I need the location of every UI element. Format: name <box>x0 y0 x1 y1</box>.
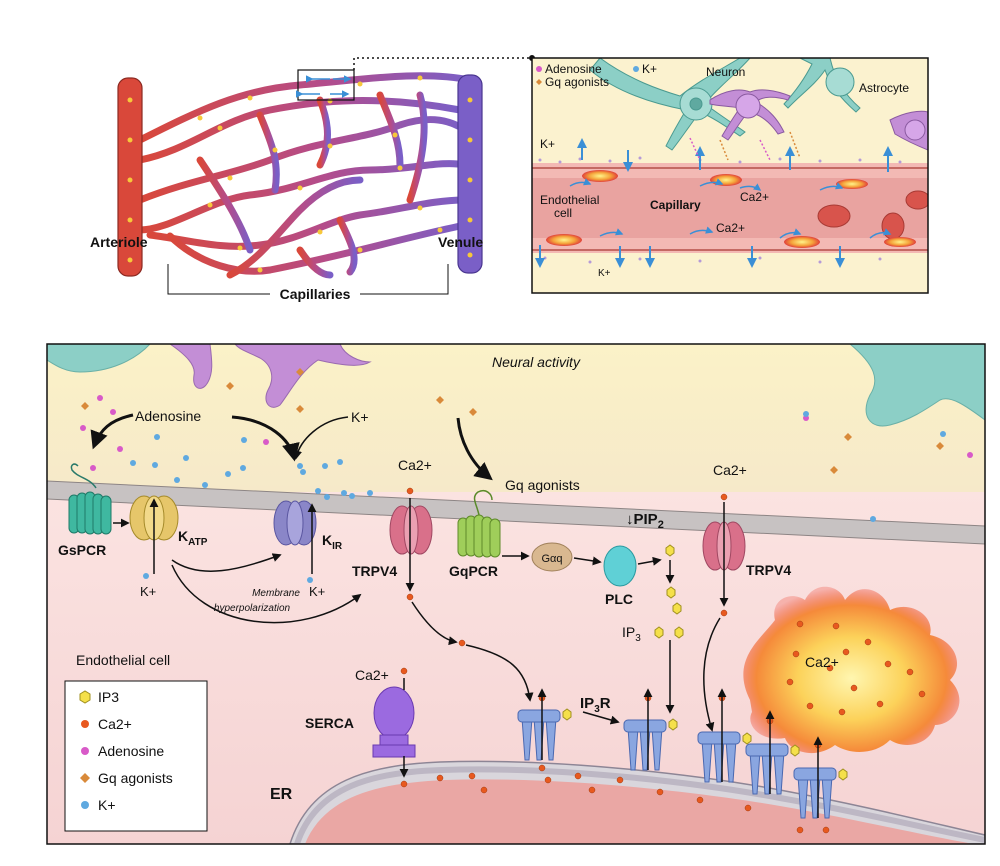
inset-endothelial-label: Endothelial <box>540 193 599 207</box>
zoom-connector <box>353 57 532 70</box>
ip3r-5 <box>793 767 837 819</box>
inset-neuron-label: Neuron <box>706 65 745 79</box>
k-top-label: K+ <box>351 409 369 425</box>
venule-vessel <box>457 74 483 274</box>
legend-k-icon <box>81 801 89 809</box>
capillaries-label-bg <box>270 286 360 300</box>
capillaries-label: Capillaries <box>280 286 351 302</box>
plc-enzyme <box>603 545 637 587</box>
k-kir-label: K+ <box>309 584 325 599</box>
adenosine-molecules <box>80 395 973 471</box>
inset-neuron <box>589 58 861 151</box>
inset-gq-label: Gq agonists <box>545 75 609 89</box>
venule-label: Venule <box>438 234 483 250</box>
zoom-box <box>297 69 355 101</box>
inset-endothelial-label-2: cell <box>554 206 572 220</box>
inset-astrocyte-label: Astrocyte <box>859 81 909 95</box>
ip3-label: IP3 <box>622 624 641 644</box>
capillary-network <box>136 72 474 279</box>
legend-gq-icon <box>80 773 90 783</box>
mechanism-panel: Neural activity Adenosine K+ Ca2+ Gq ago… <box>46 343 986 845</box>
inset-release-arrows <box>689 131 801 161</box>
gspcr-label: GsPCR <box>58 542 106 558</box>
endothelial-cell-label: Endothelial cell <box>76 652 170 668</box>
inset-k-left-label: K+ <box>540 137 555 151</box>
gq-agonists-label: Gq agonists <box>505 477 580 493</box>
kir-channel <box>273 500 317 546</box>
kir-label: KIR <box>322 532 343 552</box>
legend-gq-label: Gq agonists <box>98 770 173 786</box>
k-katp-label: K+ <box>140 584 156 599</box>
legend-ip3-icon <box>79 690 91 704</box>
gaq-protein <box>531 542 573 572</box>
gq-molecules <box>81 368 944 474</box>
inset-capillary-label: Capillary <box>650 198 701 212</box>
legend-adenosine-label: Adenosine <box>98 743 164 759</box>
k-dots-membrane <box>143 463 313 583</box>
er-lumen <box>305 779 974 844</box>
legend-k-label: K+ <box>98 797 116 813</box>
plc-label: PLC <box>605 591 633 607</box>
blood-dots <box>127 75 473 273</box>
ip3r-2 <box>623 719 667 771</box>
katp-channel <box>129 495 179 541</box>
serca-pump <box>372 686 416 758</box>
legend-adenosine-icon <box>81 747 89 755</box>
adenosine-label: Adenosine <box>135 408 201 424</box>
k-molecules <box>130 411 946 522</box>
pip2-label: ↓PIP2 <box>626 511 664 531</box>
serca-label: SERCA <box>305 715 354 731</box>
inset-ca-arrows <box>569 178 892 239</box>
vasculature-diagram: Arteriole Venule Capillaries <box>90 55 535 302</box>
inset-k-arrows <box>535 138 893 268</box>
trpv4-channel-left <box>389 505 433 555</box>
trpv4-left-label: TRPV4 <box>352 563 397 579</box>
arteriole-vessel <box>117 77 143 277</box>
ca-trpv4-right-label: Ca2+ <box>713 462 747 478</box>
legend-ip3-label: IP3 <box>98 689 119 705</box>
inset-lumen <box>532 178 928 238</box>
inset-adenosine-label: Adenosine <box>545 62 602 76</box>
membrane-hyper-label-1: Membrane <box>252 588 300 599</box>
mechanism-border <box>46 343 986 845</box>
katp-label: KATP <box>178 528 208 548</box>
pathway-arrows <box>90 413 823 818</box>
astrocyte-processes <box>169 344 372 408</box>
inset-ca-label-a: Ca2+ <box>740 190 769 204</box>
ca-trpv4-left-label: Ca2+ <box>398 457 432 473</box>
gqpcr-label: GqPCR <box>449 563 498 579</box>
ca-cloud <box>743 586 960 754</box>
ca-cloud-label: Ca2+ <box>805 654 839 670</box>
neural-activity-label: Neural activity <box>492 354 581 370</box>
ip3r-label: IP3R <box>580 695 611 715</box>
arteriole-label: Arteriole <box>90 234 148 250</box>
trpv4-right-label: TRPV4 <box>746 562 791 578</box>
plasma-membrane <box>47 481 985 544</box>
legend-ca-icon <box>81 720 89 728</box>
legend-ca-label: Ca2+ <box>98 716 132 732</box>
inset-k-label: K+ <box>642 62 657 76</box>
er-label: ER <box>270 786 293 803</box>
inset-ca-label-b: Ca2+ <box>716 221 745 235</box>
gaq-label: Gαq <box>541 553 562 565</box>
zoom-arrows <box>296 75 352 98</box>
gqpcr-receptor <box>457 489 501 558</box>
legend: IP3 Ca2+ Adenosine Gq agonists K+ <box>64 680 208 832</box>
ip3r-channels <box>517 709 837 819</box>
ip3r-3 <box>697 731 741 783</box>
neuron-processes <box>47 344 985 427</box>
inset-border <box>531 57 929 294</box>
ip3-bound <box>562 544 848 781</box>
inset-k-bottom-label: K+ <box>598 268 611 279</box>
ca-serca-label: Ca2+ <box>355 667 389 683</box>
ip3r-4 <box>745 743 789 795</box>
inset-panel: Adenosine K+ Gq agonists Neuron Astrocyt… <box>531 57 929 294</box>
inset-astrocyte <box>709 89 928 151</box>
membrane-hyper-label-2: hyperpolarization <box>214 603 291 614</box>
ip3r-1 <box>517 709 561 761</box>
gspcr-receptor <box>68 463 112 535</box>
